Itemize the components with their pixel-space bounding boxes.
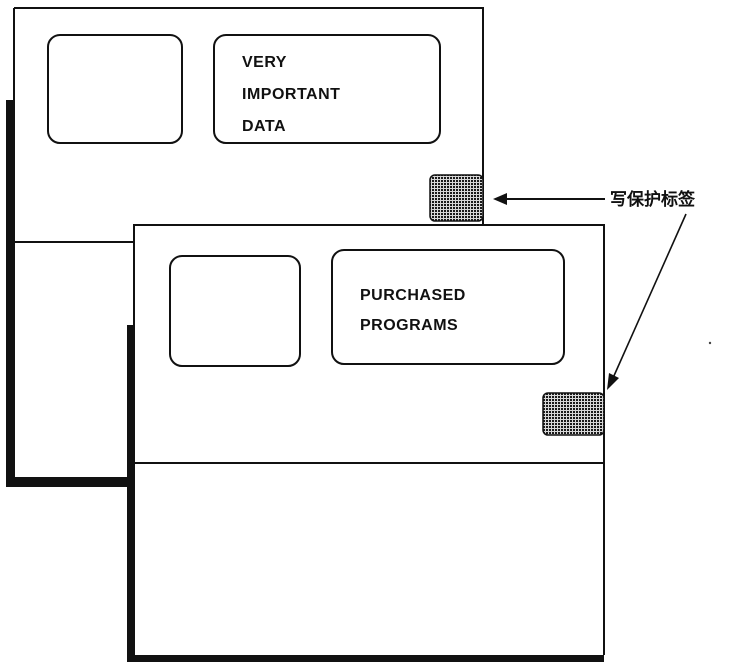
disk-back-label-window xyxy=(213,34,441,144)
disk-back: VERY IMPORTANT DATA xyxy=(6,7,484,487)
callout-arrow-front-head xyxy=(607,373,619,390)
disk-front-label-window xyxy=(331,249,565,365)
disk-front-hub-window xyxy=(169,255,301,367)
disk-front-write-protect-tab xyxy=(542,392,605,436)
disk-back-hub-window xyxy=(47,34,183,144)
write-protect-callout: 写保护标签 xyxy=(493,189,712,390)
disk-back-label-line-3: DATA xyxy=(242,118,286,135)
disk-back-label-line-2: IMPORTANT xyxy=(242,86,340,103)
disk-front-body xyxy=(134,225,604,655)
disk-back-write-protect-tab xyxy=(429,174,484,222)
disk-front-label-line-2: PROGRAMS xyxy=(360,317,458,334)
disk-front: PURCHASED PROGRAMS xyxy=(127,224,605,662)
disk-front-outline xyxy=(133,224,605,655)
callout-label: 写保护标签 xyxy=(610,189,696,210)
callout-arrow-front-line xyxy=(612,213,687,379)
disk-back-label-line-1: VERY xyxy=(242,54,287,71)
scan-speck xyxy=(708,341,712,345)
disk-back-outline xyxy=(13,7,484,479)
callout-arrow-back-head xyxy=(493,193,507,205)
disk-back-shadow xyxy=(6,100,134,487)
disk-front-label-line-1: PURCHASED xyxy=(360,287,466,304)
